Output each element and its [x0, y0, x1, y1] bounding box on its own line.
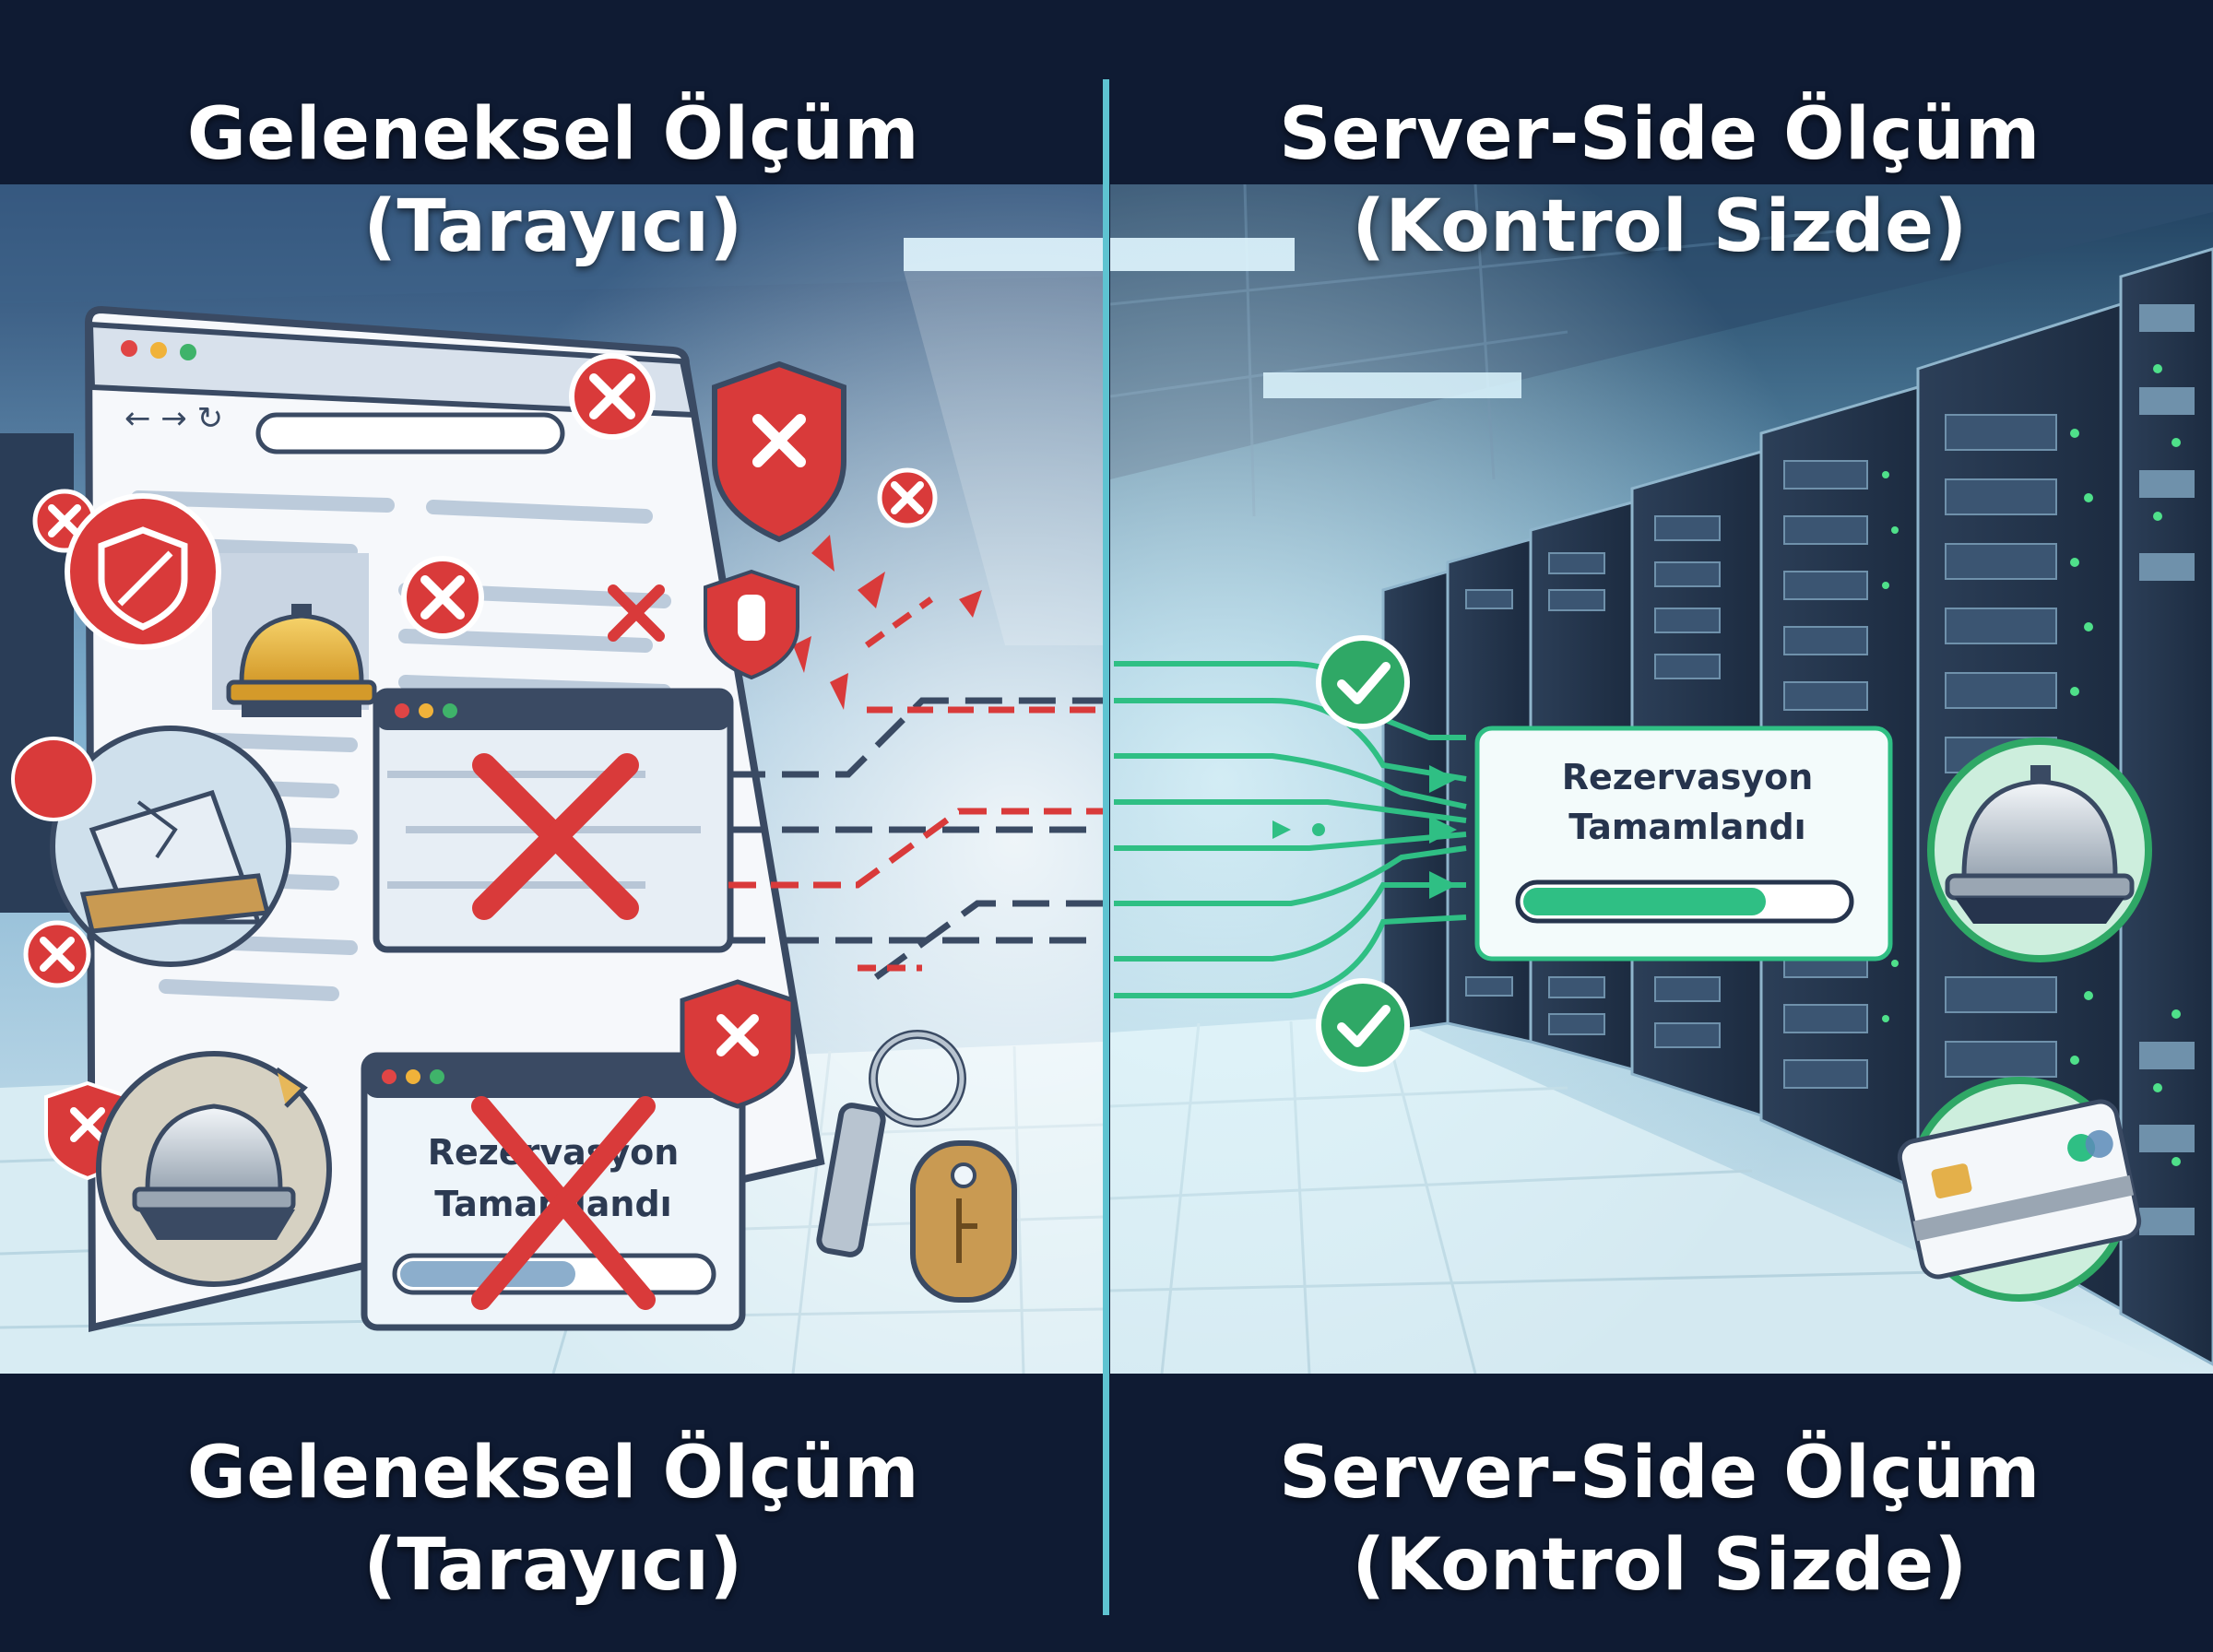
failed-card-label: Rezervasyon Tamamlandı [367, 1127, 740, 1230]
right-title-line2: (Kontrol Sizde) [1352, 185, 1968, 268]
left-title-line1: Geleneksel Ölçüm [186, 93, 920, 176]
hotel-bell-icon [1927, 738, 2152, 962]
svg-text:← → ↻: ← → ↻ [124, 400, 223, 437]
check-icon [1316, 978, 1410, 1072]
keys-icon [816, 1030, 1017, 1303]
error-x-icon [877, 467, 938, 528]
hotel-bell-icon [226, 604, 377, 717]
center-divider [1103, 79, 1109, 1615]
shield-error-icon [680, 979, 796, 1109]
left-panel-caption: Geleneksel Ölçüm (Tarayıcı) [28, 1427, 1079, 1611]
right-panel-caption: Server-Side Ölçüm (Kontrol Sizde) [1134, 1427, 2185, 1611]
failed-card-line1: Rezervasyon [427, 1132, 680, 1173]
credit-card-icon [1897, 1077, 2142, 1302]
success-card-line2: Tamamlandı [1568, 807, 1806, 847]
shield-error-icon [712, 360, 846, 543]
hand-block-icon [704, 569, 799, 680]
arrow-heads [1272, 765, 1457, 899]
right-panel-title: Server-Side Ölçüm (Kontrol Sizde) [1134, 88, 2185, 273]
error-x-icon [569, 353, 656, 440]
check-icon [1316, 635, 1410, 729]
left-title-line2: (Tarayıcı) [363, 185, 743, 268]
left-panel-title: Geleneksel Ölçüm (Tarayıcı) [28, 88, 1079, 273]
left-caption-line2: (Tarayıcı) [363, 1524, 743, 1607]
success-card-line1: Rezervasyon [1561, 757, 1814, 797]
right-caption-line2: (Kontrol Sizde) [1352, 1524, 1968, 1607]
glass-shards [793, 535, 982, 710]
right-caption-line1: Server-Side Ölçüm [1279, 1432, 2041, 1515]
success-booking-card [1474, 726, 1893, 962]
right-panel-background [1110, 184, 2213, 1374]
error-x-icon [608, 584, 665, 642]
error-x-icon [23, 920, 91, 988]
error-x-icon [401, 556, 484, 639]
broken-links-icon [728, 596, 1103, 980]
right-title-line1: Server-Side Ölçüm [1279, 93, 2041, 176]
error-x-icon [472, 753, 639, 920]
success-card-label: Rezervasyon Tamamlandı [1481, 752, 1894, 852]
center-divider-bottom [1103, 1374, 1109, 1615]
broken-device-icon [11, 726, 291, 967]
broken-popup-window [373, 688, 734, 953]
left-caption-line1: Geleneksel Ölçüm [186, 1432, 920, 1515]
shield-error-icon [65, 493, 221, 650]
failed-card-line2: Tamamlandı [434, 1184, 672, 1224]
broken-bell-icon [96, 1051, 332, 1287]
success-progress-fill [1523, 888, 1766, 915]
